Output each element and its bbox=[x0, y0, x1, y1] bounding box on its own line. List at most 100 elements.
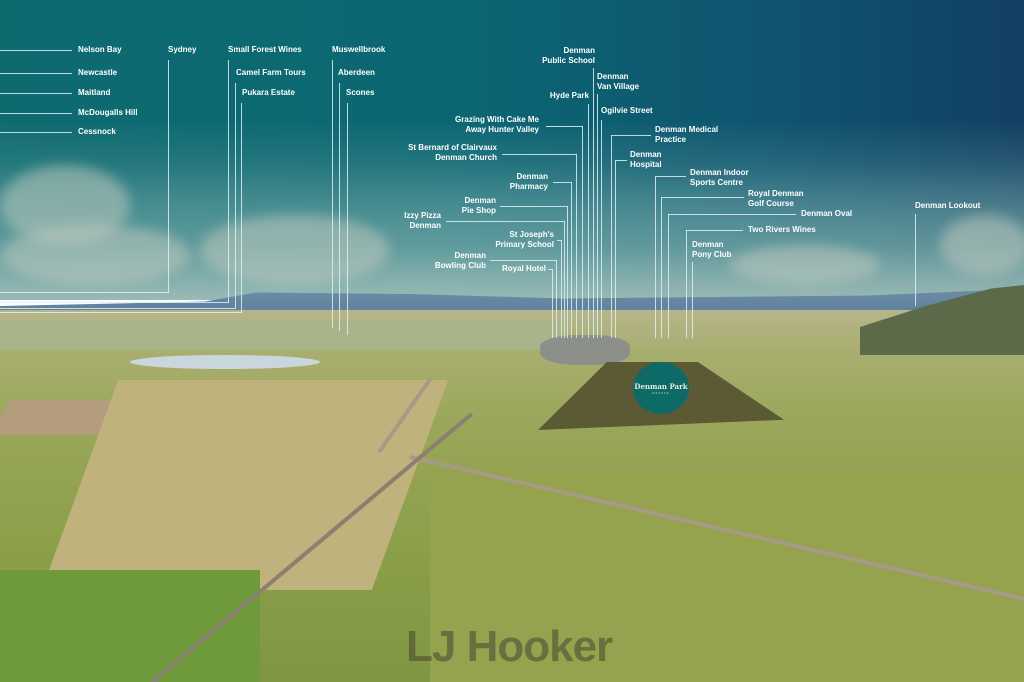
leader-line bbox=[546, 126, 583, 127]
leader-line bbox=[552, 269, 553, 338]
label-line: St Joseph's bbox=[509, 230, 554, 239]
label-camel-farm-tours: Camel Farm Tours bbox=[236, 68, 306, 77]
leader-line bbox=[0, 312, 242, 313]
label-grazing-with-cake-me: Grazing With Cake Me Away Hunter Valley bbox=[420, 115, 539, 135]
label-st-josephs: St Joseph's Primary School bbox=[488, 230, 554, 250]
leader-line bbox=[446, 221, 565, 222]
label-hyde-park: Hyde Park bbox=[549, 91, 589, 100]
label-muswellbrook: Muswellbrook bbox=[332, 45, 386, 54]
town bbox=[540, 335, 630, 365]
label-line: Denman bbox=[692, 240, 724, 249]
leader-line bbox=[561, 240, 562, 338]
leader-line bbox=[655, 176, 656, 338]
leader-line bbox=[241, 103, 242, 313]
label-line: Hospital bbox=[630, 160, 662, 169]
label-ogilvie-street: Ogilvie Street bbox=[601, 106, 653, 115]
logo-subtitle: ESTATE bbox=[652, 390, 670, 395]
label-line: Grazing With Cake Me bbox=[455, 115, 539, 124]
leader-line bbox=[564, 221, 565, 338]
label-line: Denman bbox=[454, 251, 486, 260]
label-line: Golf Course bbox=[748, 199, 794, 208]
leader-line bbox=[692, 262, 693, 338]
label-line: Royal Denman bbox=[748, 189, 804, 198]
label-line: Pony Club bbox=[692, 250, 732, 259]
leader-line bbox=[332, 60, 333, 328]
leader-line bbox=[567, 206, 568, 338]
lj-hooker-watermark: LJ Hooker bbox=[406, 622, 613, 671]
leader-line bbox=[235, 83, 236, 309]
label-denman-pie-shop: Denman Pie Shop bbox=[450, 196, 496, 216]
label-line: Denman bbox=[630, 150, 662, 159]
label-line: Denman bbox=[464, 196, 496, 205]
label-denman-public-school: Denman Public School bbox=[520, 46, 595, 66]
label-line: Pharmacy bbox=[509, 182, 548, 191]
label-denman-oval: Denman Oval bbox=[801, 209, 853, 218]
leader-line bbox=[668, 214, 796, 215]
leader-line bbox=[655, 176, 686, 177]
label-denman-medical-practice: Denman Medical Practice bbox=[655, 125, 718, 145]
label-line: Denman Church bbox=[435, 153, 497, 162]
label-denman-hospital: Denman Hospital bbox=[630, 150, 662, 170]
leader-line bbox=[668, 214, 669, 338]
label-line: Denman bbox=[563, 46, 595, 55]
leader-line bbox=[611, 135, 612, 338]
label-line: Denman Indoor bbox=[690, 168, 749, 177]
leader-line bbox=[611, 135, 651, 136]
leader-line bbox=[556, 260, 557, 338]
label-maitland: Maitland bbox=[78, 88, 111, 97]
leader-line bbox=[686, 230, 687, 338]
leader-line bbox=[588, 104, 589, 338]
leader-line bbox=[571, 182, 572, 338]
label-line: Primary School bbox=[495, 240, 554, 249]
label-line: Sports Centre bbox=[690, 178, 743, 187]
leader-line bbox=[0, 132, 72, 133]
label-royal-hotel: Royal Hotel bbox=[501, 264, 546, 273]
leader-line bbox=[615, 160, 616, 338]
cloud bbox=[200, 215, 390, 285]
cloud bbox=[940, 215, 1024, 275]
leader-line bbox=[0, 292, 169, 293]
leader-line bbox=[168, 60, 169, 293]
leader-line bbox=[0, 93, 72, 94]
leader-line bbox=[553, 182, 572, 183]
leader-line bbox=[228, 60, 229, 303]
leader-line bbox=[593, 68, 594, 338]
label-line: Denman bbox=[516, 172, 548, 181]
leader-line bbox=[347, 103, 348, 335]
cloud bbox=[730, 245, 880, 285]
field bbox=[0, 320, 560, 350]
label-denman-indoor-sports: Denman Indoor Sports Centre bbox=[690, 168, 749, 188]
leader-line bbox=[548, 269, 553, 270]
leader-line bbox=[915, 214, 916, 306]
label-line: St Bernard of Clairvaux bbox=[408, 143, 497, 152]
leader-line bbox=[502, 154, 577, 155]
leader-line bbox=[500, 206, 568, 207]
label-denman-pony-club: Denman Pony Club bbox=[692, 240, 732, 260]
leader-line bbox=[686, 230, 743, 231]
label-line: Izzy Pizza bbox=[404, 211, 441, 220]
leader-line bbox=[661, 197, 744, 198]
leader-line bbox=[576, 154, 577, 338]
label-newcastle: Newcastle bbox=[78, 68, 118, 77]
leader-line bbox=[0, 308, 236, 309]
label-line: Van Village bbox=[597, 82, 640, 91]
cloud bbox=[0, 225, 190, 285]
label-small-forest-wines: Small Forest Wines bbox=[228, 45, 302, 54]
leader-line bbox=[0, 73, 72, 74]
label-royal-denman-golf: Royal Denman Golf Course bbox=[748, 189, 804, 209]
label-line: Pie Shop bbox=[461, 206, 496, 215]
label-line: Public School bbox=[542, 56, 595, 65]
label-aberdeen: Aberdeen bbox=[338, 68, 375, 77]
label-scones: Scones bbox=[346, 88, 375, 97]
label-line: Bowling Club bbox=[434, 261, 486, 270]
leader-line bbox=[661, 197, 662, 338]
label-line: Denman Medical bbox=[655, 125, 719, 134]
denman-park-logo: Denman Park ESTATE bbox=[633, 362, 689, 414]
leader-line bbox=[0, 113, 72, 114]
leader-line bbox=[339, 83, 340, 331]
leader-line bbox=[615, 160, 627, 161]
logo-name: Denman Park bbox=[634, 381, 688, 391]
label-st-bernard-church: St Bernard of Clairvaux Denman Church bbox=[400, 143, 497, 163]
label-nelson-bay: Nelson Bay bbox=[78, 45, 122, 54]
label-two-rivers-wines: Two Rivers Wines bbox=[748, 225, 816, 234]
